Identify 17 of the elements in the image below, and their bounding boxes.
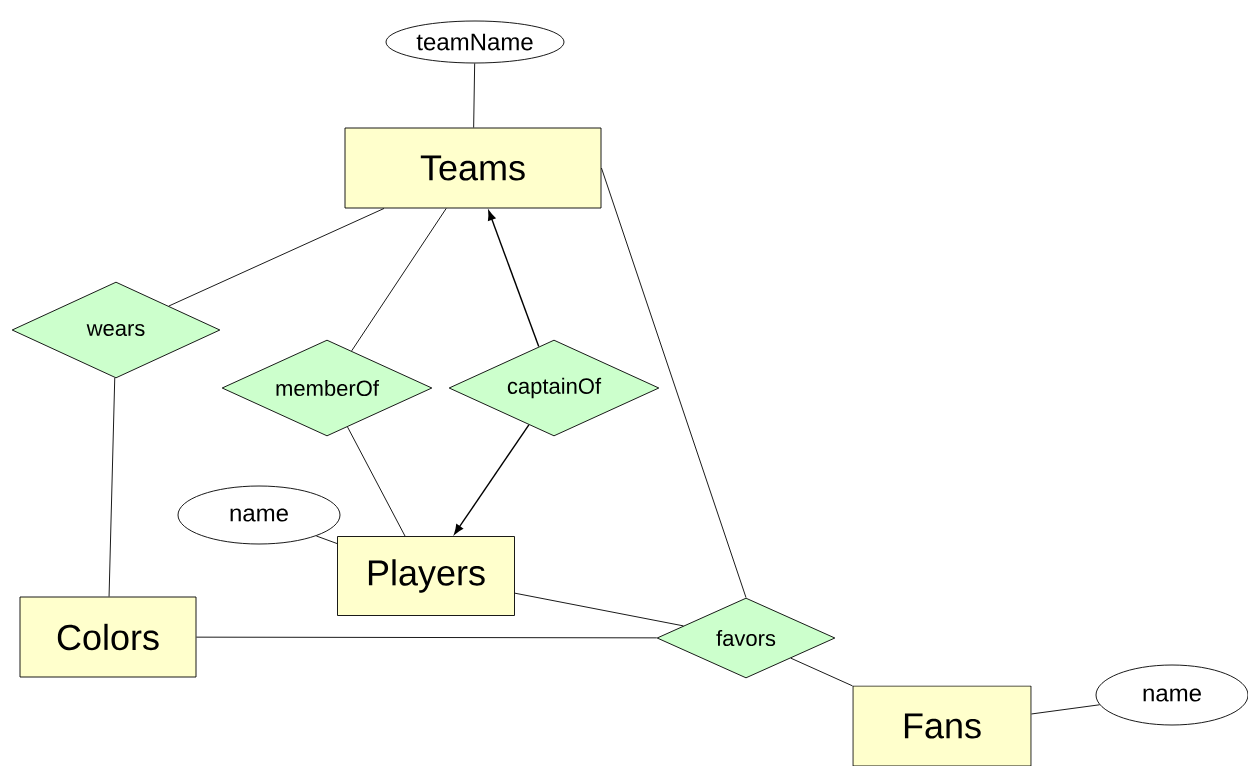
arrow (454, 424, 530, 535)
entity-box: Fans (852, 685, 1032, 766)
connector-line (315, 535, 338, 544)
entity-box: Players (337, 536, 515, 616)
connector-line (108, 377, 116, 597)
connector-line (168, 208, 385, 307)
connector-line (347, 426, 406, 537)
connector-line (1031, 704, 1101, 715)
connector-line (473, 63, 476, 128)
connector-line (790, 657, 853, 687)
connector-line (514, 592, 684, 627)
connector-line (351, 208, 447, 352)
connector-line (196, 636, 658, 639)
entity-box: Colors (19, 596, 197, 678)
connector-line (601, 167, 747, 598)
entity-box: Teams (344, 127, 602, 209)
arrow (488, 210, 540, 348)
